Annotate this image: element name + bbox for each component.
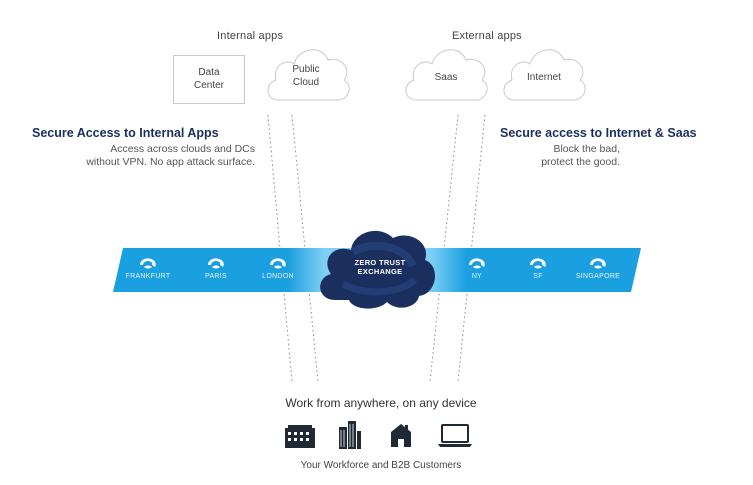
external-apps-label: External apps [452, 30, 522, 42]
saas-label: Saas [434, 72, 458, 83]
city-label: SF [533, 273, 543, 280]
city-ny: NY [442, 256, 512, 280]
zscaler-node-icon [270, 258, 286, 269]
workforce-footer: Your Workforce and B2B Customers [300, 460, 462, 471]
zero-trust-exchange-label: ZERO TRUST EXCHANGE [330, 258, 430, 276]
laptop-icon [438, 424, 472, 447]
exchange-line-2: EXCHANGE [357, 267, 403, 276]
zscaler-node-icon [590, 258, 606, 269]
external-apps-desc-1: Block the bad, [553, 143, 620, 155]
internal-apps-label: Internal apps [217, 30, 284, 42]
skyscraper-icon [339, 421, 361, 449]
saas-cloud-icon [405, 49, 488, 101]
city-label: LONDON [262, 273, 294, 280]
public-cloud-icon [267, 49, 350, 101]
exchange-line-1: ZERO TRUST [354, 258, 406, 267]
home-icon [391, 424, 411, 447]
office-building-icon [285, 425, 315, 448]
internal-apps-desc-1: Access across clouds and DCs [110, 143, 255, 155]
public-cloud-label: Public Cloud [292, 64, 320, 88]
internal-apps-desc-2: without VPN. No app attack surface. [86, 156, 255, 168]
work-from-anywhere-caption: Work from anywhere, on any device [285, 396, 477, 410]
data-center-label: Data Center [193, 67, 224, 91]
city-singapore: SINGAPORE [563, 256, 633, 280]
zscaler-node-icon [530, 258, 546, 269]
internet-label: Internet [527, 72, 561, 83]
zscaler-node-icon [469, 258, 485, 269]
external-apps-heading: Secure access to Internet & Saas [500, 126, 697, 140]
zero-trust-exchange-cloud [320, 230, 436, 309]
city-label: NY [471, 273, 483, 280]
city-label: SINGAPORE [575, 273, 621, 280]
external-apps-desc-2: protect the good. [541, 156, 620, 168]
zscaler-node-icon [140, 258, 156, 269]
city-london: LONDON [243, 256, 313, 280]
internet-cloud-icon [503, 49, 586, 101]
data-center-box: Data Center [173, 55, 245, 104]
city-frankfurt: FRANKFURT [113, 256, 183, 280]
city-label: PARIS [205, 273, 227, 280]
zscaler-node-icon [208, 258, 224, 269]
internal-apps-heading: Secure Access to Internal Apps [32, 126, 219, 140]
city-label: FRANKFURT [125, 273, 171, 280]
city-sf: SF [503, 256, 573, 280]
city-paris: PARIS [181, 256, 251, 280]
